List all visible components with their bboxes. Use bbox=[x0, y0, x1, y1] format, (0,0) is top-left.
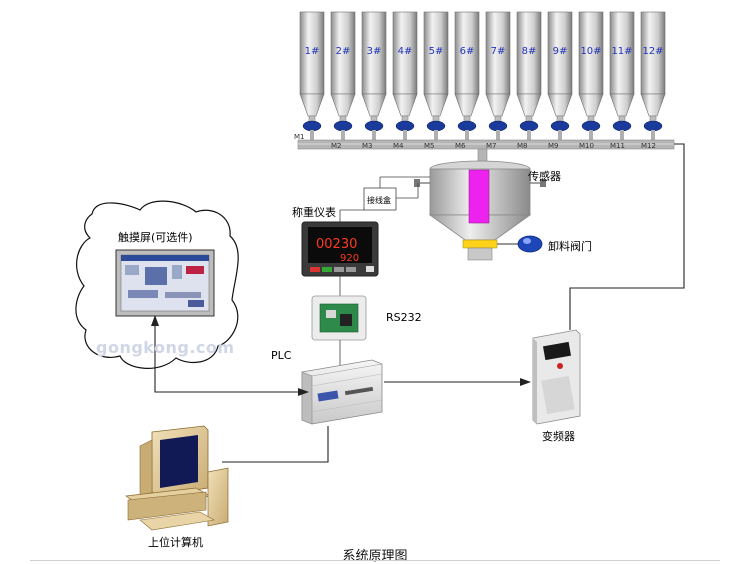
motor-icon bbox=[302, 120, 322, 132]
silo: 7# bbox=[485, 11, 511, 140]
motor-icon bbox=[612, 120, 632, 132]
bottom-divider bbox=[30, 560, 720, 561]
weighing-instrument bbox=[301, 209, 379, 277]
motor-icon bbox=[488, 120, 508, 132]
motor-label: M5 bbox=[424, 142, 435, 150]
silo: 10# bbox=[578, 11, 604, 140]
silo-label: 1# bbox=[305, 46, 320, 57]
motor-label: M2 bbox=[331, 142, 342, 150]
plc-unit bbox=[301, 359, 383, 425]
motor-icon bbox=[364, 120, 384, 132]
silo: 2# bbox=[330, 11, 356, 140]
discharge-valve-actuator bbox=[497, 235, 543, 253]
motor-icon bbox=[457, 120, 477, 132]
motor-label: M1 bbox=[294, 133, 305, 141]
inverter-unit bbox=[532, 329, 581, 425]
host-computer-label: 上位计算机 bbox=[148, 535, 203, 549]
rs232-label: RS232 bbox=[386, 311, 422, 324]
silo-label: 10# bbox=[580, 46, 601, 57]
discharge-valve-label: 卸料阀门 bbox=[548, 239, 592, 253]
watermark: gongkong.com bbox=[96, 338, 235, 357]
instrument-display-top: 00230 bbox=[316, 237, 357, 252]
silo-label: 8# bbox=[522, 46, 537, 57]
silo-label: 3# bbox=[367, 46, 382, 57]
silo: 6# bbox=[454, 11, 480, 140]
silo-label: 5# bbox=[429, 46, 444, 57]
host-computer bbox=[125, 425, 229, 531]
silo: 4# bbox=[392, 11, 418, 140]
silo-group: 1# 2# 3# 4# 5# 6# 7# 8# 9# 10# 11# 12# bbox=[299, 11, 666, 140]
motor-label: M6 bbox=[455, 142, 466, 150]
motor-icon bbox=[519, 120, 539, 132]
wiring bbox=[154, 143, 685, 463]
silo: 9# bbox=[547, 11, 573, 140]
silo-label: 11# bbox=[611, 46, 632, 57]
sensor-label: 传感器 bbox=[528, 170, 561, 183]
touch-screen-label: 触摸屏(可选件) bbox=[118, 230, 193, 244]
silo: 12# bbox=[640, 11, 666, 140]
motor-icon bbox=[581, 120, 601, 132]
motor-label: M9 bbox=[548, 142, 559, 150]
junction-box bbox=[363, 176, 430, 211]
motor-icon bbox=[426, 120, 446, 132]
junction-box-label: 接线盒 bbox=[367, 195, 391, 205]
discharge-valve-ring bbox=[462, 239, 498, 249]
motor-label: M7 bbox=[486, 142, 497, 150]
arrow-head bbox=[520, 378, 531, 386]
motor-icon bbox=[395, 120, 415, 132]
motor-icon bbox=[333, 120, 353, 132]
hopper-fill-indicator bbox=[468, 169, 490, 224]
diagram-caption: 系统原理图 bbox=[342, 549, 408, 564]
motor-label: M10 bbox=[579, 142, 594, 150]
silo-label: 6# bbox=[460, 46, 475, 57]
arrow-head-touch bbox=[151, 315, 159, 326]
motor-icon bbox=[550, 120, 570, 132]
silo-label: 4# bbox=[398, 46, 413, 57]
plc-label: PLC bbox=[271, 349, 292, 362]
silo: 8# bbox=[516, 11, 542, 140]
motor-label: M11 bbox=[610, 142, 625, 150]
motor-label: M8 bbox=[517, 142, 528, 150]
silo: 5# bbox=[423, 11, 449, 140]
silo: 1# bbox=[299, 11, 325, 140]
silo-label: 12# bbox=[642, 46, 663, 57]
arrow-head-plc bbox=[298, 388, 309, 396]
silo-label: 2# bbox=[336, 46, 351, 57]
weighing-hopper bbox=[414, 160, 546, 261]
silo: 11# bbox=[609, 11, 635, 140]
motor-icon bbox=[643, 120, 663, 132]
silo-label: 9# bbox=[553, 46, 568, 57]
instrument-display-bottom: 920 bbox=[340, 253, 359, 264]
motor-label: M4 bbox=[393, 142, 404, 150]
motor-label: M3 bbox=[362, 142, 373, 150]
silo-label: 7# bbox=[491, 46, 506, 57]
motor-label: M12 bbox=[641, 142, 656, 150]
rs232-module bbox=[311, 276, 367, 366]
weighing-instrument-label: 称重仪表 bbox=[292, 205, 336, 219]
inverter-label: 变频器 bbox=[542, 429, 575, 443]
touch-screen-cloud bbox=[75, 200, 239, 369]
silo: 3# bbox=[361, 11, 387, 140]
